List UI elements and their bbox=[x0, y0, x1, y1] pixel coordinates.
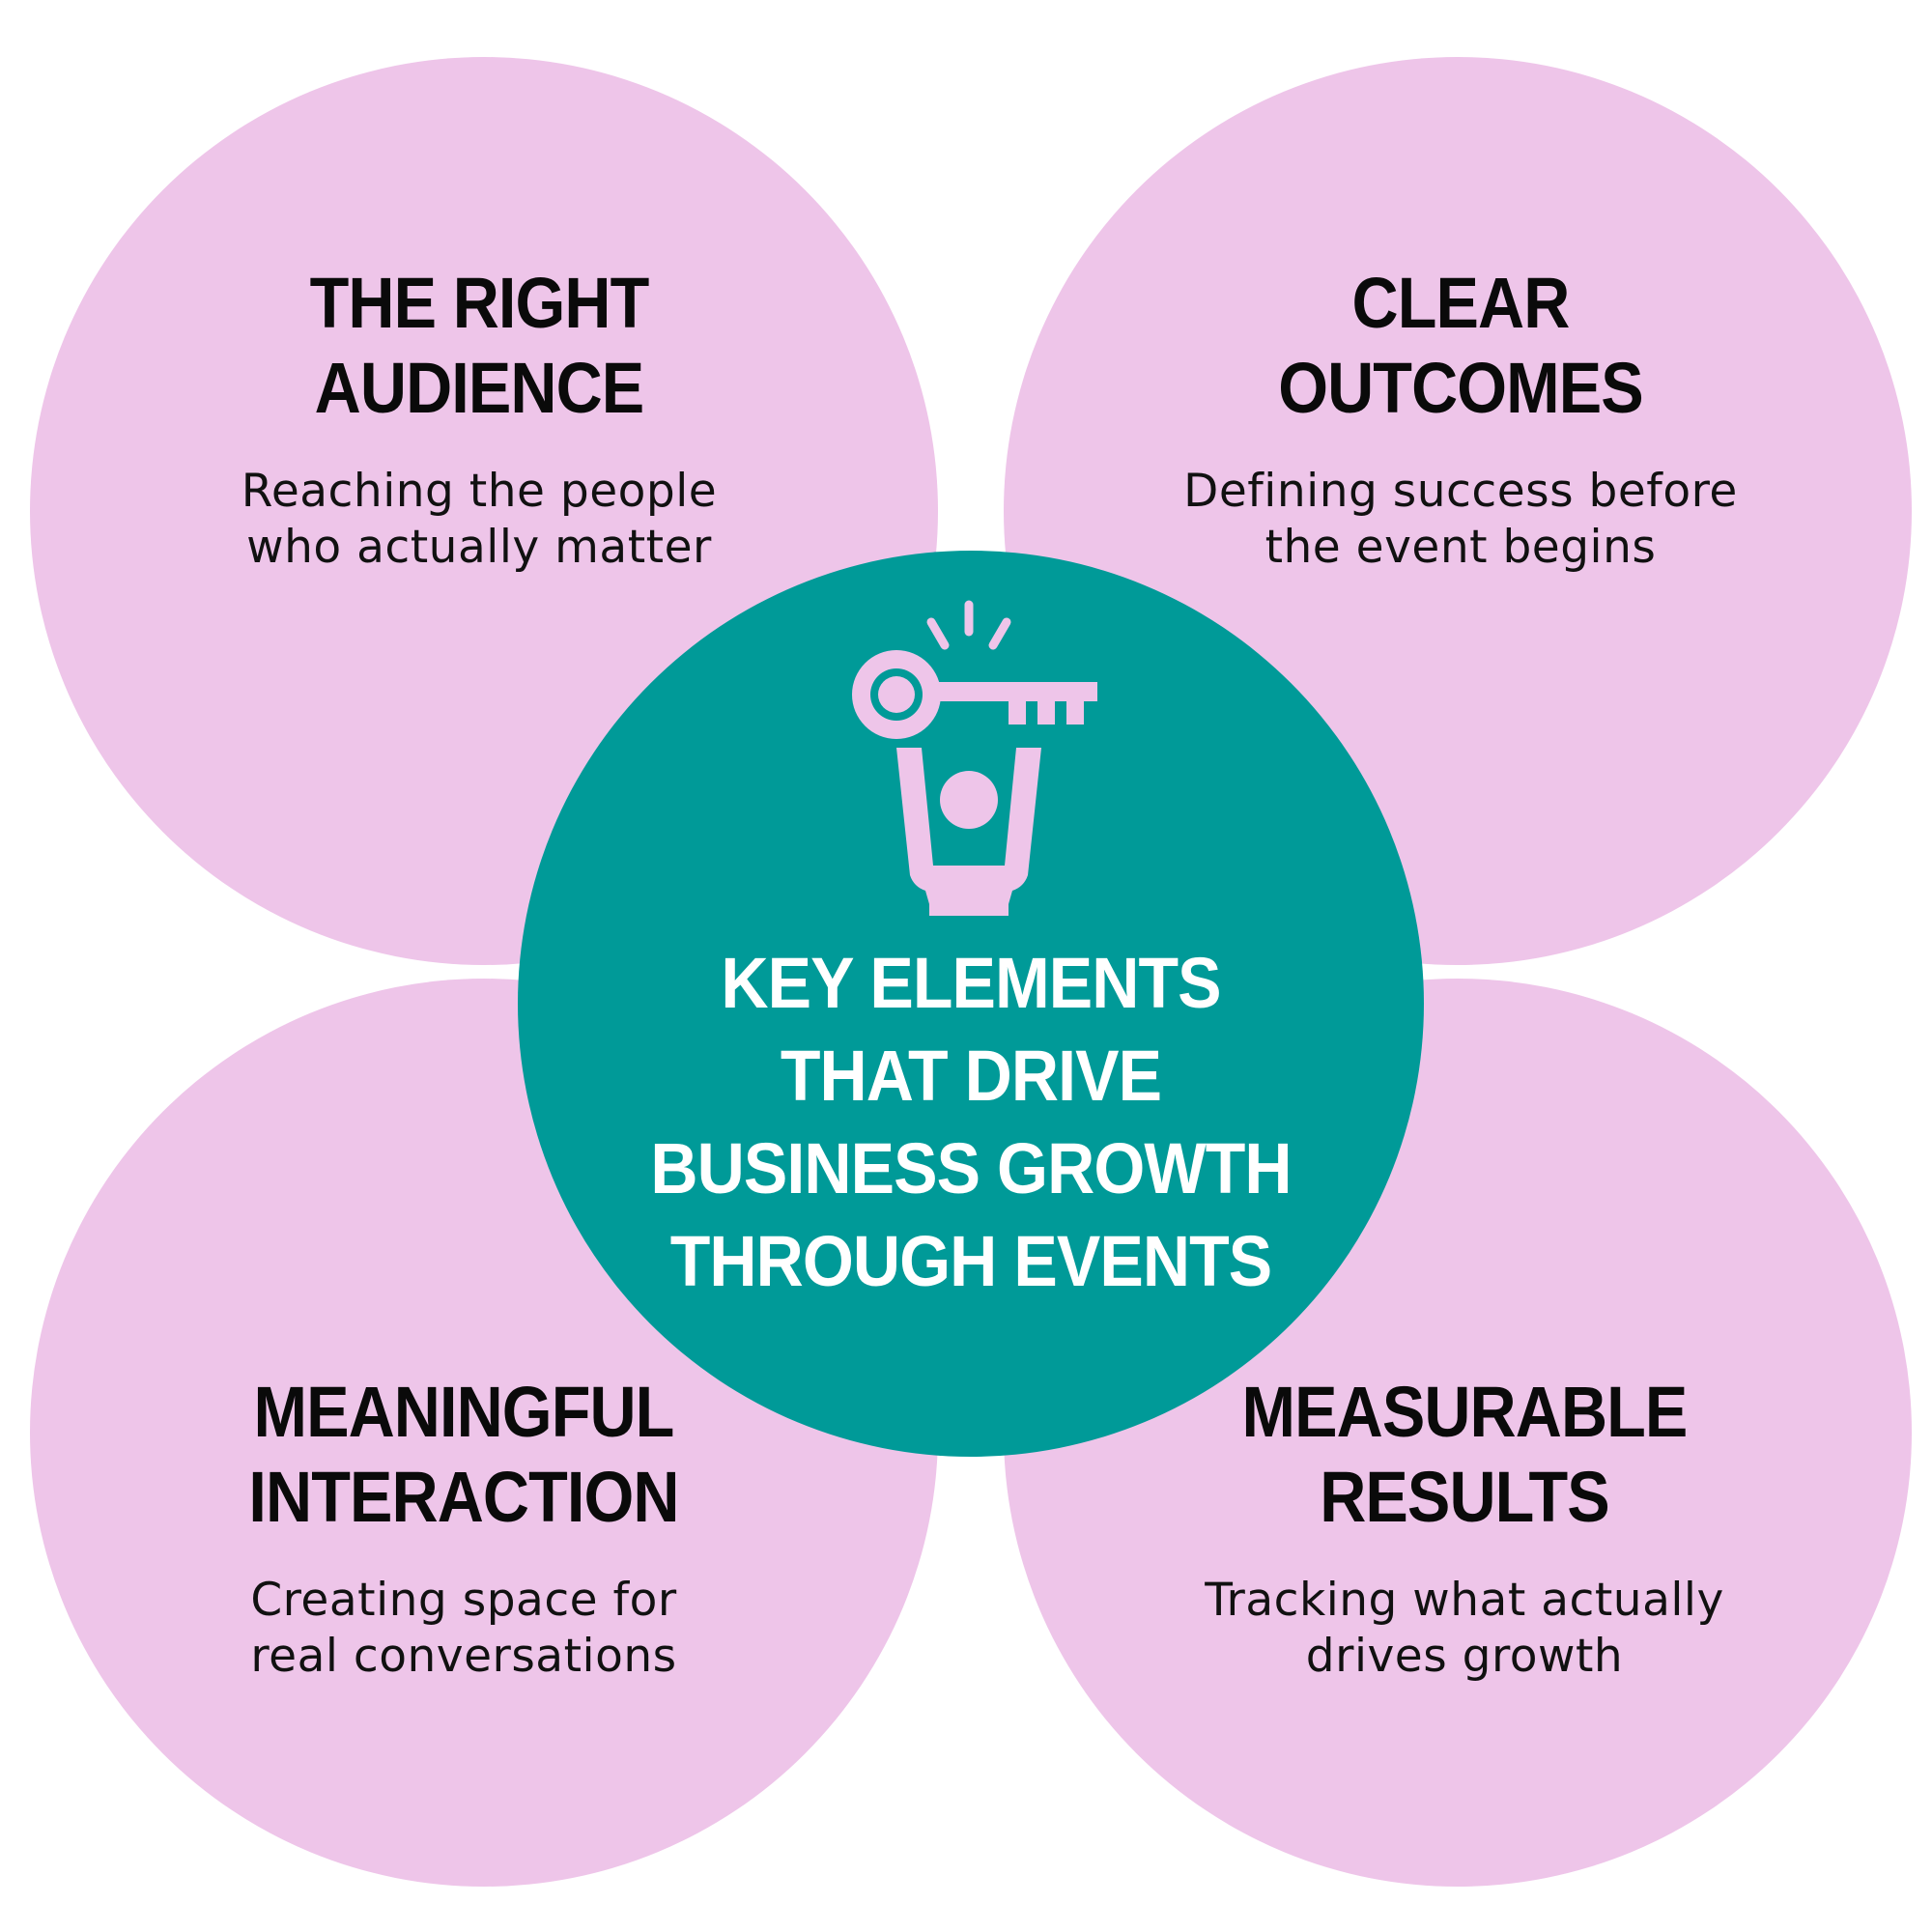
central-title: KEY ELEMENTS THAT DRIVE BUSINESS GROWTH … bbox=[650, 943, 1292, 1301]
element-description: Defining success before the event begins bbox=[1183, 465, 1738, 574]
element-clear-outcomes: CLEAR OUTCOMES Defining success before t… bbox=[1094, 261, 1828, 576]
element-description: Creating space for real conversations bbox=[250, 1574, 677, 1683]
element-title: MEANINGFUL INTERACTION bbox=[248, 1372, 679, 1537]
element-title: CLEAR OUTCOMES bbox=[1278, 263, 1644, 428]
element-measurable-results: MEASURABLE RESULTS Tracking what actuall… bbox=[1097, 1370, 1832, 1685]
element-meaningful-interaction: MEANINGFUL INTERACTION Creating space fo… bbox=[97, 1370, 831, 1685]
element-title: THE RIGHT AUDIENCE bbox=[309, 263, 650, 428]
center-circle bbox=[518, 551, 1424, 1457]
element-description: Reaching the people who actually matter bbox=[241, 465, 718, 574]
person-holding-key-icon bbox=[852, 600, 1097, 916]
element-right-audience: THE RIGHT AUDIENCE Reaching the people w… bbox=[112, 261, 846, 576]
element-title: MEASURABLE RESULTS bbox=[1241, 1372, 1689, 1537]
element-description: Tracking what actually drives growth bbox=[1205, 1574, 1724, 1683]
